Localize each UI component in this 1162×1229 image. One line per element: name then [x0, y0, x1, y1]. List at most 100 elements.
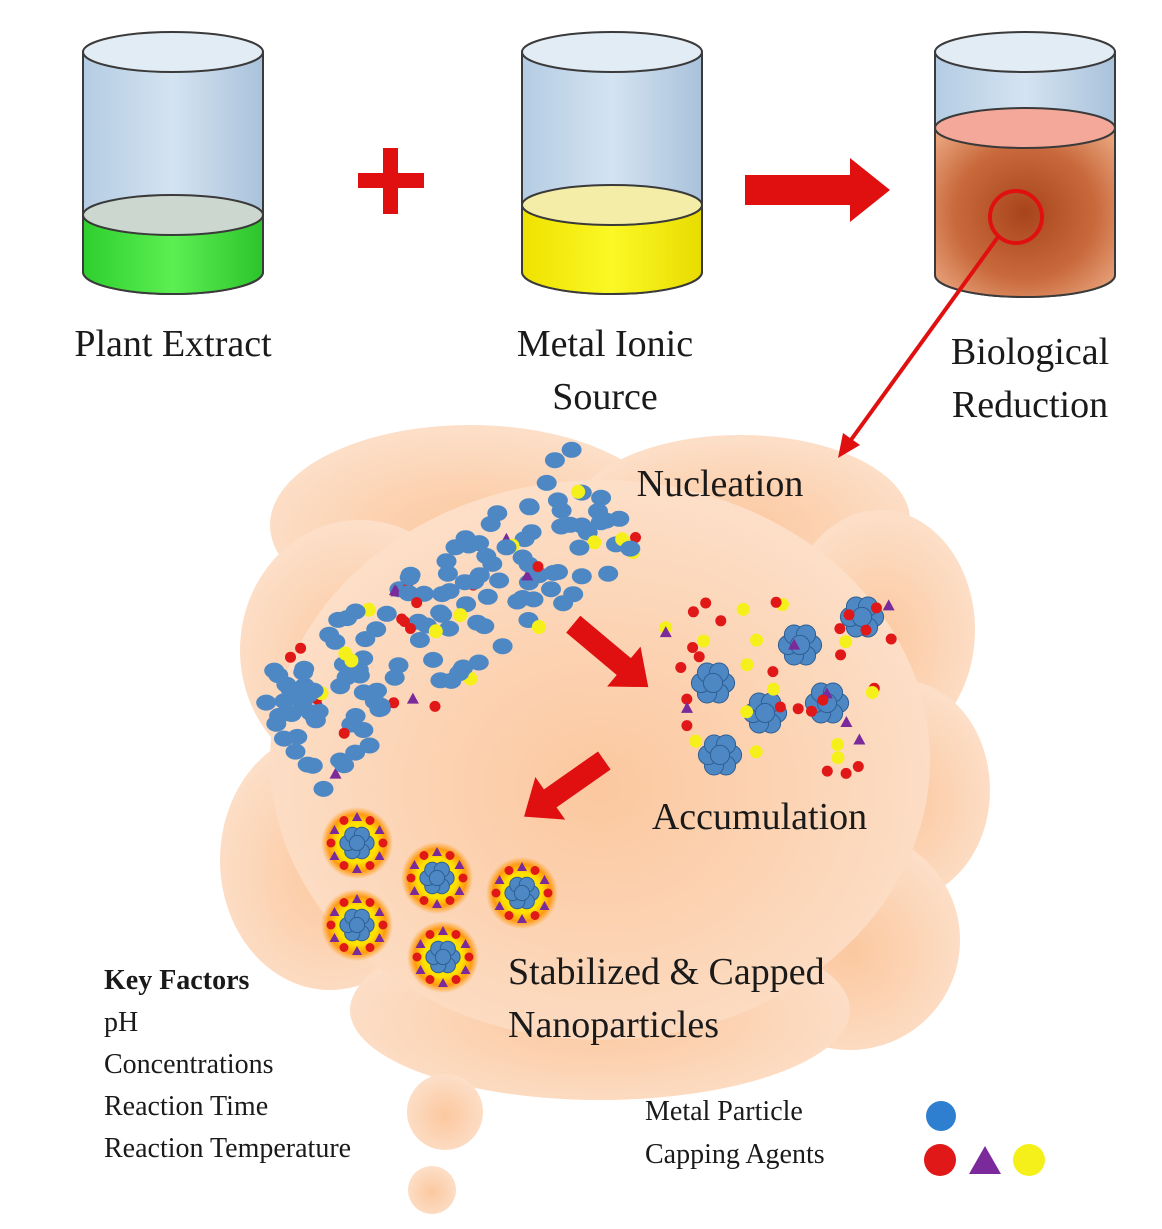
key-factor-item: Reaction Temperature [104, 1133, 352, 1164]
metal-particle-oval [266, 715, 287, 732]
metal-particle-oval [544, 452, 565, 469]
metal-particle-oval [487, 505, 508, 522]
metal-particle-oval [541, 581, 561, 598]
metal-particle-oval [469, 567, 490, 584]
metal-particle-oval [302, 757, 323, 774]
metal-particle-oval [590, 514, 611, 531]
metal-particle-oval [345, 744, 366, 761]
capping-agent-red [285, 651, 296, 663]
capping-agent-red [532, 561, 544, 573]
metal-particle-oval [445, 539, 466, 556]
capping-agent-yellow [740, 705, 754, 719]
metal-particle-oval [519, 499, 540, 516]
zoom-arrow-icon [838, 235, 1000, 458]
capping-agent-red [806, 705, 817, 717]
capped-nanoparticle [321, 889, 393, 961]
legend-metal-particle-label: Metal Particle [645, 1096, 803, 1127]
capping-agent-purple [329, 767, 342, 779]
capping-agent-yellow [766, 682, 780, 696]
capping-agent-yellow [736, 602, 750, 616]
nucleation-particles [256, 441, 641, 797]
metal-particle-oval [482, 555, 503, 572]
beaker-plant-extract [82, 31, 264, 295]
capping-agent-yellow [587, 535, 602, 550]
stabilized-label-line1: Stabilized & Capped [508, 951, 825, 993]
metal-particle-oval [521, 524, 542, 541]
metal-cluster [425, 940, 461, 974]
capping-agent-red [821, 765, 833, 777]
capping-agent-red [700, 597, 712, 609]
metal-particle-oval [489, 572, 510, 589]
beaker-metal-ionic-source [521, 31, 703, 295]
metal-particle-oval [496, 539, 517, 556]
capping-agent-red [388, 697, 400, 709]
capping-agent-purple [840, 715, 853, 727]
capping-agent-red [687, 642, 699, 653]
capping-agent-red [411, 597, 423, 609]
metal-particle-oval [430, 672, 451, 689]
capping-agent-purple [521, 569, 534, 581]
capping-agent-red [885, 633, 897, 645]
capping-agent-yellow [689, 734, 703, 748]
capping-agent-red [834, 623, 846, 635]
capping-agent-red [687, 606, 699, 618]
metal-particle-oval [409, 632, 430, 648]
metal-cluster [504, 876, 540, 910]
capping-agent-red [429, 700, 441, 712]
capping-agent-red [817, 694, 829, 706]
capping-agent-yellow [344, 653, 359, 668]
capping-agent-yellow [697, 634, 710, 648]
capping-agent-purple [853, 733, 866, 745]
metal-particle-oval [353, 650, 374, 667]
metal-cluster [777, 624, 823, 666]
legend-metal-particle-icon [926, 1101, 956, 1131]
capping-agent-red [770, 596, 782, 608]
metal-particle-oval [439, 620, 460, 637]
metal-particle-oval [313, 780, 334, 797]
pink-liquid-surface [934, 107, 1116, 149]
capped-nanoparticle [321, 807, 393, 879]
metal-particle-oval [468, 654, 489, 671]
capping-agent-yellow [740, 658, 754, 672]
metal-particle-oval [432, 586, 453, 603]
capping-agent-yellow [865, 686, 879, 699]
beaker-biological-reduction [934, 31, 1116, 298]
metal-cluster [339, 908, 375, 942]
capping-agent-yellow [428, 624, 443, 639]
key-factor-item: Concentrations [104, 1049, 274, 1080]
metal-particle-oval [523, 591, 544, 608]
capping-agent-purple [659, 626, 672, 638]
accumulation-clusters [659, 596, 897, 779]
metal-particle-oval [454, 574, 475, 591]
metal-particle-oval [436, 553, 457, 570]
yellow-liquid-surface [521, 184, 703, 226]
capping-agent-yellow [571, 484, 586, 499]
capping-agent-purple [788, 638, 801, 650]
capping-agent-red [835, 649, 847, 661]
metal-ionic-label-line1: Metal Ionic [516, 323, 694, 365]
capping-agent-yellow [839, 635, 853, 649]
metal-particle-oval [353, 684, 374, 701]
capping-agent-red [767, 666, 779, 678]
capping-agent-yellow [453, 608, 468, 623]
capping-agent-red [792, 703, 804, 715]
capping-agent-yellow [749, 745, 763, 759]
capping-agent-red [630, 532, 641, 543]
metal-particle-oval [384, 669, 405, 686]
metal-particle-oval [551, 518, 572, 535]
capping-agent-purple [882, 599, 895, 611]
metal-cluster [339, 826, 375, 860]
nucleation-label: Nucleation [636, 463, 804, 505]
capping-agent-purple [681, 701, 694, 713]
capping-agent-red [405, 623, 416, 634]
metal-particle-oval [561, 441, 582, 458]
capped-nanoparticle [407, 921, 479, 993]
capping-agent-red [681, 720, 693, 732]
biological-label-line1: Biological [950, 331, 1110, 373]
metal-particle-oval [571, 568, 592, 585]
capping-agent-red [295, 642, 307, 654]
metal-particle-oval [359, 737, 380, 754]
legend-capping-agents-icons [924, 1144, 1045, 1176]
capping-agent-red [870, 602, 882, 614]
metal-particle-oval [303, 682, 324, 699]
